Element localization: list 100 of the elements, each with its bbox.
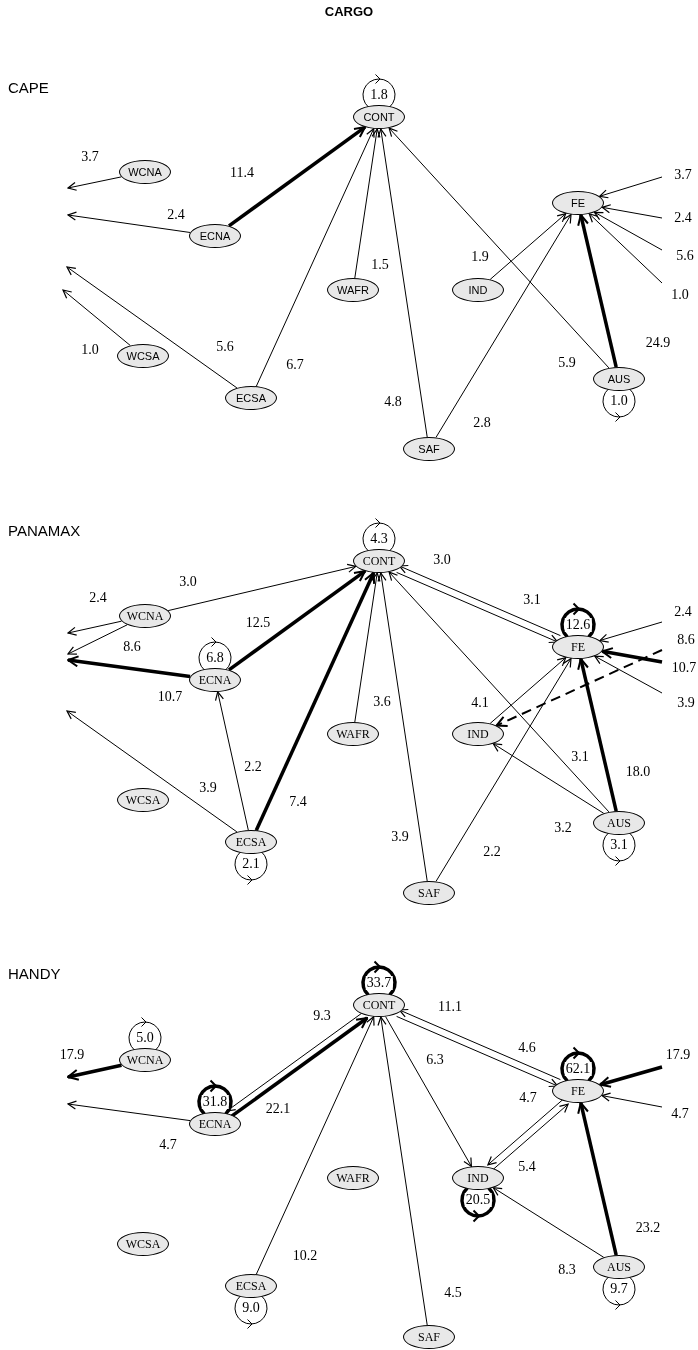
- edge-label: 3.7: [673, 168, 693, 182]
- edge-label: 4.8: [383, 395, 403, 409]
- region-ellipse: ECSA: [225, 1274, 277, 1298]
- flow-arrow: [385, 1016, 472, 1167]
- edge-label: 2.8: [472, 416, 492, 430]
- region-ellipse: IND: [452, 278, 504, 302]
- region-ellipse: ECNA: [189, 1112, 241, 1136]
- flow-arrow: [560, 1046, 596, 1083]
- flow-arrow: [354, 572, 381, 723]
- flow-arrow: [599, 176, 663, 199]
- flow-arrow: [577, 657, 618, 812]
- flow-arrow: [229, 1016, 369, 1119]
- edge-label: 3.1: [522, 593, 542, 607]
- edge-label: 3.0: [432, 553, 452, 567]
- flow-arrow: [197, 1079, 233, 1116]
- flow-arrow: [214, 691, 249, 831]
- region-ellipse: WAFR: [327, 278, 379, 302]
- edge-label: 4.7: [518, 1091, 538, 1105]
- region-ellipse: ECNA: [189, 224, 241, 248]
- region-ellipse: FE: [552, 191, 604, 215]
- edge-label: 9.0: [241, 1301, 261, 1315]
- flow-arrow: [577, 1101, 618, 1256]
- region-ellipse: IND: [452, 722, 504, 746]
- edge-label: 9.7: [609, 1282, 629, 1296]
- region-ellipse: SAF: [403, 1325, 455, 1349]
- region-ellipse: WCSA: [117, 344, 169, 368]
- flow-arrow: [388, 127, 610, 369]
- edge-label: 18.0: [624, 765, 652, 779]
- panel-label: PANAMAX: [8, 522, 81, 538]
- flow-arrow: [254, 571, 376, 832]
- edge-label: 3.9: [198, 781, 218, 795]
- edge-label: 1.5: [370, 258, 390, 272]
- flow-arrow: [593, 211, 663, 251]
- flow-arrow: [67, 620, 122, 636]
- edge-label: 4.6: [517, 1041, 537, 1055]
- flow-arrow: [255, 1016, 375, 1275]
- flow-arrow: [67, 1100, 191, 1122]
- flow-arrow: [226, 1011, 364, 1112]
- edge-label: 5.0: [135, 1031, 155, 1045]
- region-ellipse: WCNA: [119, 1048, 171, 1072]
- edge-label: 3.7: [80, 150, 100, 164]
- flow-arrow: [67, 176, 122, 191]
- flow-arrow: [227, 125, 367, 228]
- edge-label: 4.7: [670, 1107, 690, 1121]
- edge-label: 7.4: [288, 795, 308, 809]
- region-ellipse: WAFR: [327, 722, 379, 746]
- region-ellipse: WCSA: [117, 1232, 169, 1256]
- edge-label: 11.4: [229, 166, 255, 180]
- flow-arrow: [377, 572, 428, 882]
- edge-label: 6.3: [425, 1053, 445, 1067]
- flow-arrow: [227, 569, 367, 672]
- flow-arrow: [492, 1187, 605, 1258]
- edge-label: 4.5: [443, 1286, 463, 1300]
- panel-label: CAPE: [8, 79, 49, 95]
- flow-arrow: [588, 213, 663, 284]
- edge-label: 1.0: [670, 288, 690, 302]
- region-ellipse: AUS: [593, 1255, 645, 1279]
- region-ellipse: WAFR: [327, 1166, 379, 1190]
- edge-label: 8.3: [557, 1263, 577, 1277]
- edge-label: 3.9: [676, 696, 696, 710]
- region-ellipse: CONT: [353, 993, 405, 1017]
- region-ellipse: CONT: [353, 549, 405, 573]
- flow-arrow: [377, 128, 428, 438]
- edge-label: 62.1: [564, 1062, 592, 1076]
- region-ellipse: SAF: [403, 881, 455, 905]
- edge-label: 5.4: [517, 1160, 537, 1174]
- edge-label: 6.8: [205, 651, 225, 665]
- edge-label: 24.9: [644, 336, 672, 350]
- edge-label: 17.9: [58, 1048, 86, 1062]
- flow-arrow: [255, 128, 375, 387]
- region-ellipse: WCSA: [117, 788, 169, 812]
- flow-arrow: [601, 1092, 663, 1108]
- edge-label: 5.6: [675, 249, 695, 263]
- flow-arrow: [435, 658, 572, 882]
- edge-label: 10.7: [156, 690, 184, 704]
- edge-label: 2.4: [166, 208, 186, 222]
- flow-arrow: [492, 743, 605, 814]
- flow-arrow: [489, 213, 567, 280]
- flow-arrow: [67, 1063, 122, 1081]
- flow-arrow: [560, 602, 596, 639]
- edge-label: 11.1: [437, 1000, 463, 1014]
- edge-label: 2.4: [673, 605, 693, 619]
- edge-label: 3.0: [178, 575, 198, 589]
- region-ellipse: FE: [552, 635, 604, 659]
- edge-label: 1.8: [369, 88, 389, 102]
- edge-label: 2.2: [482, 845, 502, 859]
- edge-label: 3.2: [553, 821, 573, 835]
- flow-arrow: [66, 710, 238, 833]
- edge-label: 4.7: [158, 1138, 178, 1152]
- region-ellipse: AUS: [593, 811, 645, 835]
- edge-label: 33.7: [365, 976, 393, 990]
- flow-arrow: [599, 1065, 663, 1088]
- flow-arrow: [66, 266, 238, 389]
- panel-label: HANDY: [8, 965, 61, 981]
- flow-arrow: [361, 960, 397, 997]
- edge-label: 3.9: [390, 830, 410, 844]
- edge-label: 10.2: [291, 1249, 319, 1263]
- edge-label: 1.0: [609, 394, 629, 408]
- region-ellipse: ECSA: [225, 830, 277, 854]
- flow-arrow: [388, 571, 610, 813]
